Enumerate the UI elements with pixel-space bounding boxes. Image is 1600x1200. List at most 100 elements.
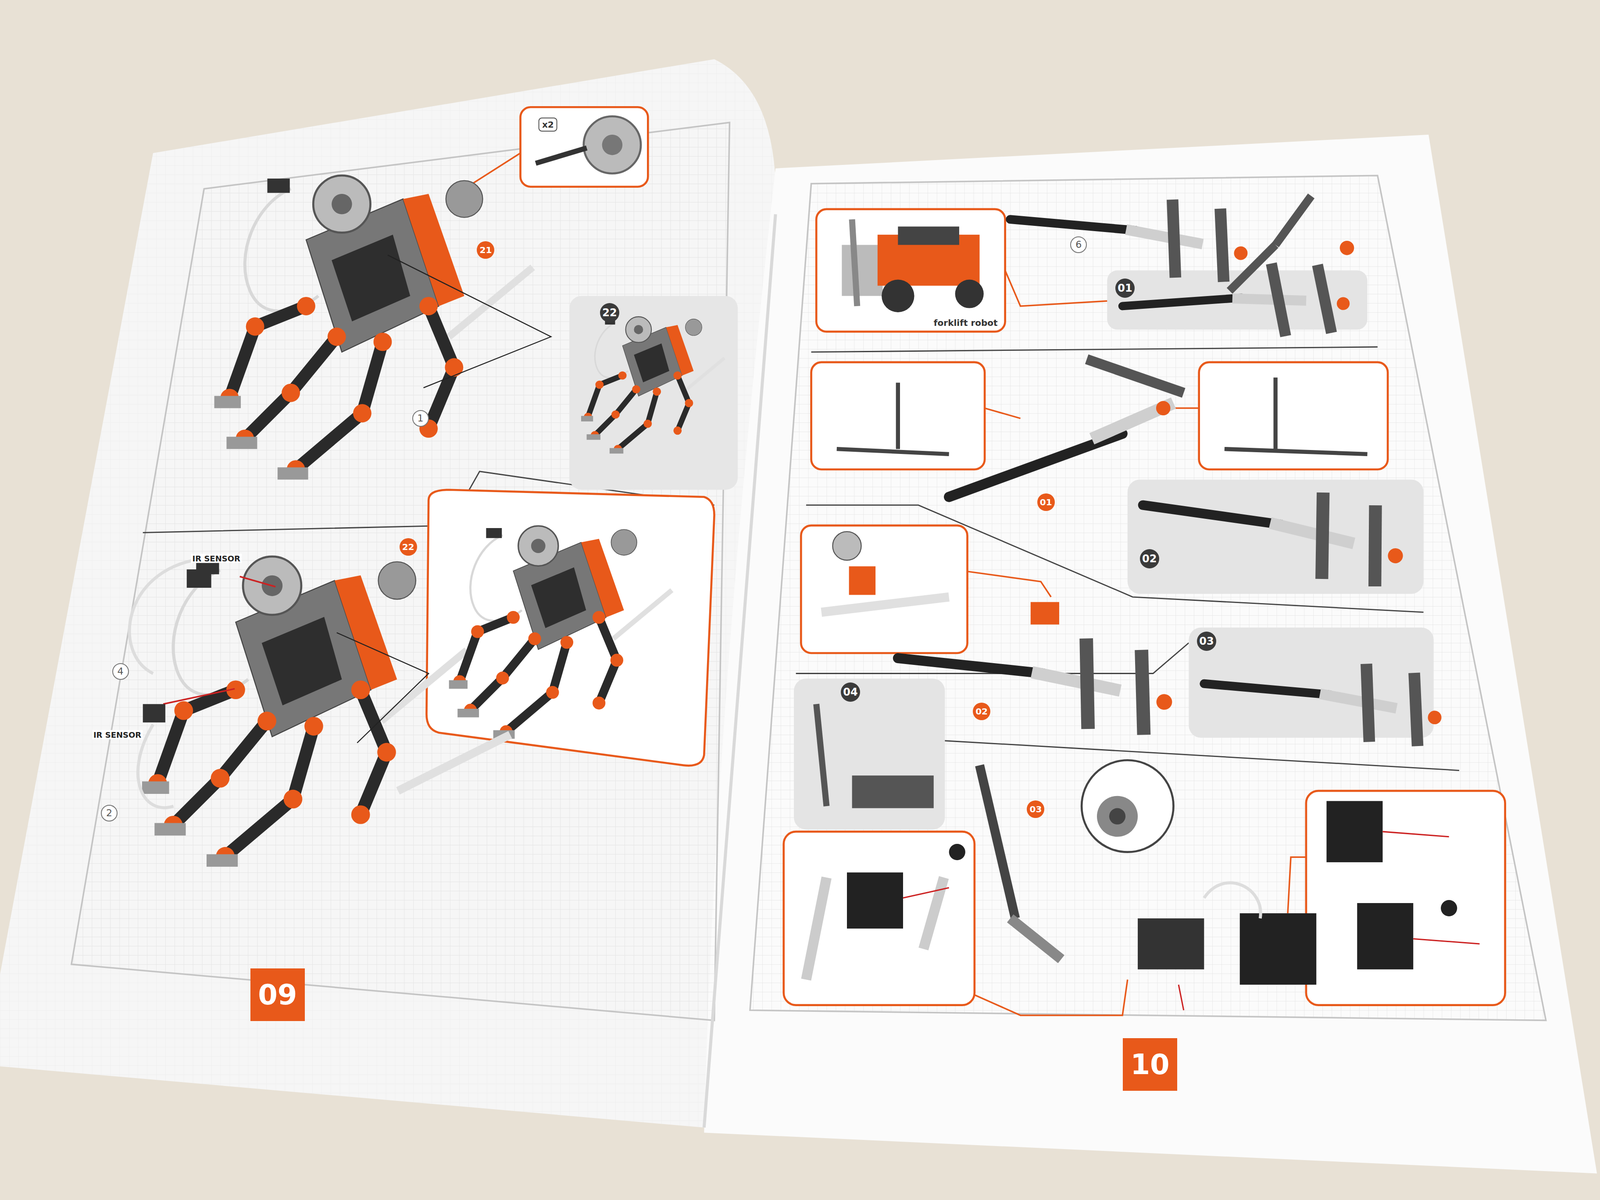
illustration-part — [896, 382, 900, 449]
illustration-part — [1382, 831, 1449, 837]
illustration-part — [1287, 857, 1307, 914]
step-panel: 04 — [793, 678, 945, 830]
illustration-part — [836, 449, 950, 455]
illustration-part — [163, 688, 235, 704]
illustration-part — [849, 566, 876, 595]
callout-number-holder: 01 — [1037, 493, 1055, 511]
step-panel: 22 — [569, 296, 738, 490]
illustration-part — [1306, 790, 1506, 1006]
illustration-part — [1199, 362, 1388, 470]
illustration-part — [71, 122, 730, 1021]
illustration-part — [1173, 407, 1200, 409]
illustration-part — [1203, 882, 1261, 919]
quantity-mark-holder: x2 — [538, 117, 558, 132]
illustration-part — [793, 270, 1434, 830]
callout-number: 2 — [106, 807, 113, 819]
illustration-part — [1357, 903, 1414, 970]
illustration-part — [955, 279, 984, 308]
callout-number: 1 — [417, 412, 424, 424]
illustration-part — [214, 175, 533, 480]
part-name: IR SENSOR — [192, 553, 241, 563]
callout-number-holder: 22 — [399, 538, 418, 556]
illustration-part — [852, 775, 934, 808]
illustration-part — [852, 219, 858, 307]
illustration-part — [186, 569, 212, 588]
illustration-part — [1137, 918, 1204, 970]
illustration-part — [783, 209, 1506, 1006]
illustration-part — [1156, 400, 1171, 416]
illustration-part — [142, 556, 467, 867]
illustration-part — [841, 244, 883, 296]
illustration-part — [928, 739, 1460, 771]
page-number: 10 — [1130, 1048, 1170, 1081]
illustration-part — [974, 979, 1128, 1015]
callout-number-holder: 02 — [972, 702, 991, 721]
step-panel: 02 — [1127, 479, 1424, 594]
illustration-part — [949, 843, 966, 861]
illustration-part — [1120, 258, 1352, 348]
step-number: 02 — [1139, 549, 1160, 569]
illustration-part — [1010, 918, 1061, 960]
illustration-part — [0, 59, 776, 1128]
illustration-part — [703, 134, 1597, 1174]
illustration-part — [1178, 984, 1184, 1011]
callout-number: 4 — [117, 665, 124, 677]
illustration-part — [1224, 449, 1368, 455]
callout-number: 21 — [479, 244, 493, 256]
illustration-part — [811, 346, 1378, 353]
callout-number: 22 — [402, 541, 415, 553]
illustration-part — [806, 877, 827, 980]
illustration-part — [1006, 185, 1252, 284]
callout-number: 01 — [1039, 496, 1053, 508]
page-number-holder: 09 — [250, 968, 305, 1022]
part-name: IR SENSOR — [93, 730, 142, 740]
page-number: 09 — [257, 978, 297, 1011]
illustration-part — [583, 116, 641, 174]
illustration-part — [336, 632, 429, 743]
illustration-part — [142, 703, 166, 723]
illustration-part — [897, 226, 960, 245]
callout-number-holder: 4 — [112, 663, 129, 680]
model-name: forklift robot — [932, 317, 1000, 329]
illustration-part — [535, 147, 587, 164]
illustration-part — [1109, 808, 1126, 825]
illustration-part — [793, 678, 945, 830]
illustration-part — [1413, 938, 1480, 944]
illustration-part — [967, 571, 1052, 597]
illustration-part — [397, 734, 511, 791]
illustration-part — [602, 134, 623, 156]
illustration-part — [816, 209, 1005, 332]
illustration-part — [816, 703, 827, 807]
illustration-part — [1440, 900, 1458, 917]
callout-number: 6 — [1075, 239, 1082, 250]
step-panel: 03 — [1188, 627, 1434, 738]
illustration-part — [811, 362, 986, 470]
callout-number-holder: 21 — [476, 241, 495, 259]
illustration-part — [783, 831, 975, 1006]
illustration-part — [1200, 650, 1446, 749]
illustration-part — [821, 596, 950, 613]
illustration-part — [1135, 467, 1411, 590]
illustration-part — [569, 296, 738, 490]
callout-number-holder: 03 — [1026, 800, 1045, 818]
step-number: 04 — [840, 682, 861, 702]
page-number-holder: 10 — [1122, 1038, 1178, 1091]
illustration-part — [984, 408, 1021, 419]
part-name-holder: IR SENSOR — [92, 730, 143, 740]
illustration-part — [1273, 377, 1278, 450]
illustration-part — [581, 316, 725, 454]
quantity-mark: x2 — [542, 119, 554, 130]
step-panel: 01 — [1107, 270, 1368, 330]
illustration-part — [1326, 800, 1383, 863]
illustration-part — [903, 831, 1480, 1011]
callout-number: 03 — [1029, 803, 1043, 815]
illustration-part — [239, 576, 276, 587]
step-number: 03 — [1196, 631, 1217, 651]
illustration-part — [832, 531, 861, 561]
illustration-part — [923, 877, 945, 950]
step-number: 22 — [600, 303, 620, 323]
illustration-part — [800, 525, 968, 654]
illustration-part — [0, 59, 776, 1128]
illustration-part — [979, 765, 1015, 919]
callout-number: 02 — [975, 706, 988, 717]
